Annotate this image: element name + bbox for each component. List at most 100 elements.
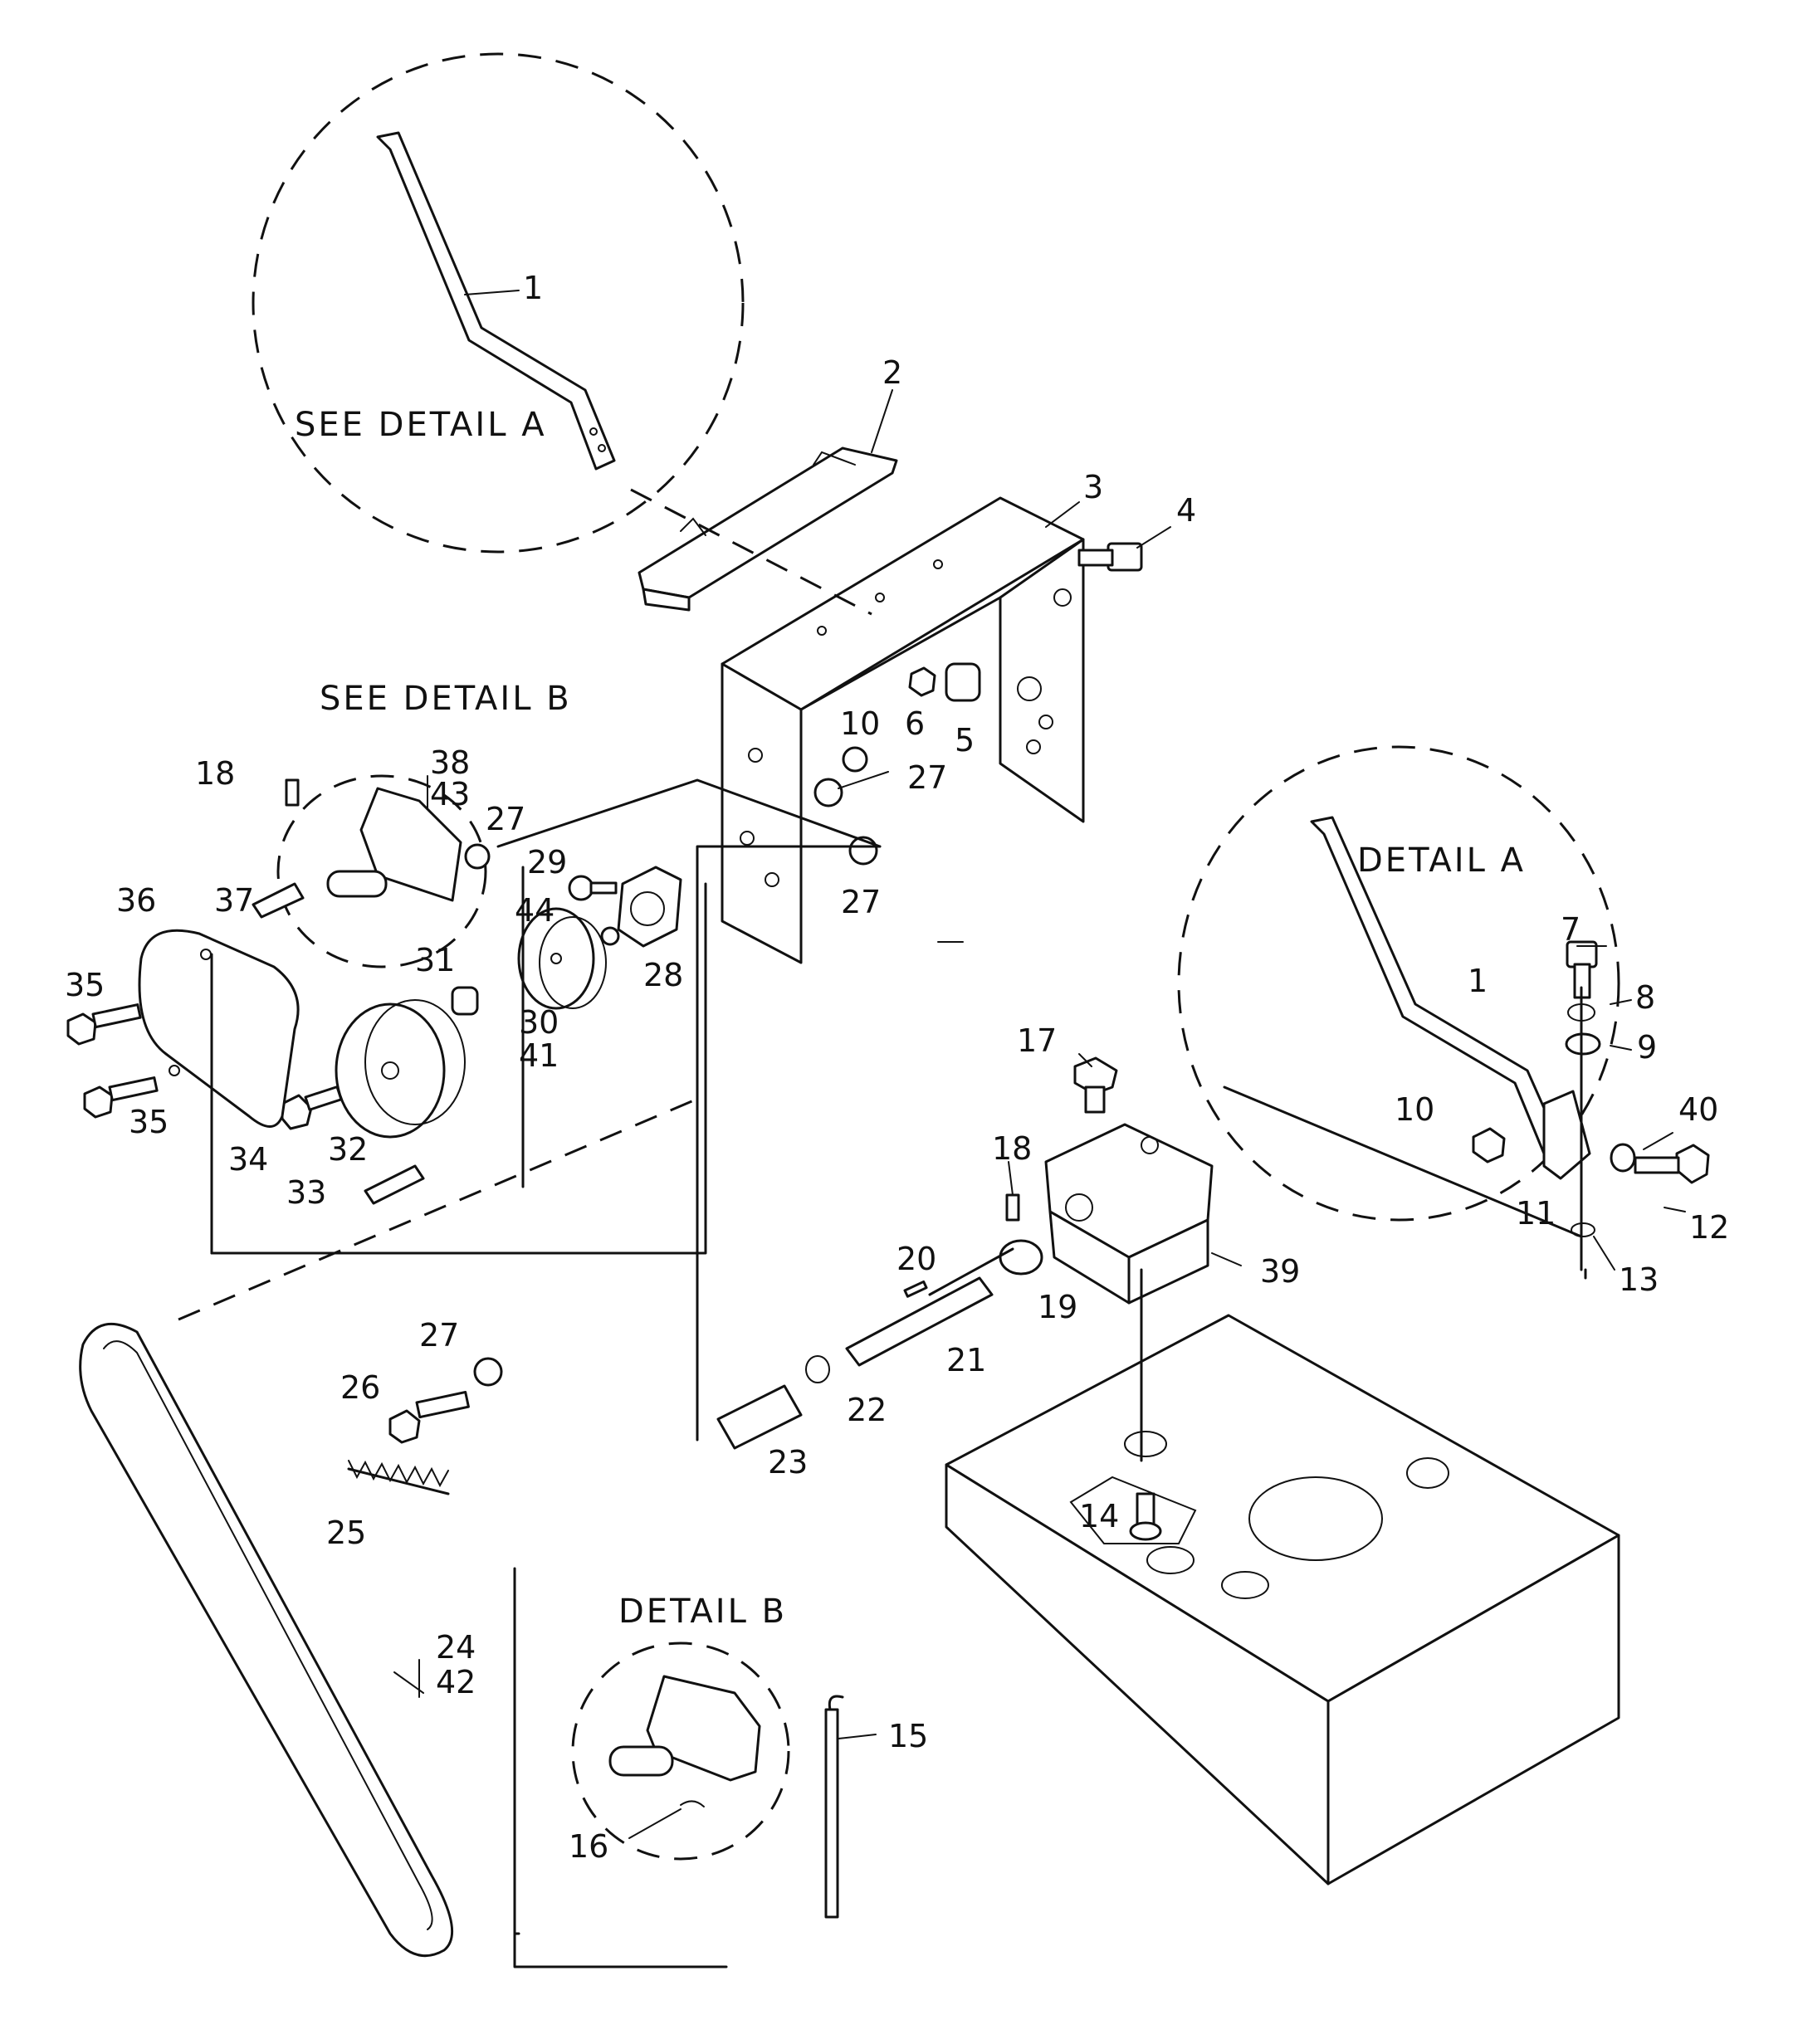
label-part-22: 22 — [847, 1392, 887, 1428]
part-7-bolt — [1566, 940, 1598, 999]
part-30-pulley — [517, 907, 607, 1010]
part-14-bolt — [1129, 1492, 1162, 1541]
part-detail-b-bracket — [608, 1675, 761, 1782]
label-part-4: 4 — [1176, 492, 1196, 529]
part-29-bolt — [568, 875, 618, 901]
label-part-38: 38 — [430, 744, 470, 781]
part-6-nut — [908, 666, 936, 697]
label-part-18-b: 18 — [992, 1130, 1032, 1167]
part-31-spacer — [451, 986, 479, 1016]
part-12-bolt — [1634, 1144, 1710, 1184]
label-part-17: 17 — [1017, 1022, 1057, 1059]
part-20-key — [903, 1280, 928, 1298]
label-part-36: 36 — [116, 882, 156, 919]
part-36-cover — [138, 929, 300, 1128]
label-part-10-detail: 10 — [1395, 1091, 1434, 1128]
part-35-bolt-a — [66, 1003, 142, 1046]
part-10-detail-nut — [1472, 1127, 1506, 1163]
part-22-ring — [805, 1355, 830, 1383]
label-part-40: 40 — [1678, 1091, 1718, 1128]
detail-circle-b — [571, 1642, 790, 1861]
part-13-washer — [1571, 1222, 1595, 1237]
part-27-nut-b — [813, 778, 843, 807]
label-part-27-c: 27 — [841, 884, 881, 920]
part-15-rod — [824, 1695, 844, 1919]
part-28-bearing — [617, 866, 682, 948]
part-27-nut-a — [464, 843, 491, 870]
part-25-spring — [347, 1460, 450, 1495]
label-part-6: 6 — [905, 705, 925, 742]
label-part-19: 19 — [1038, 1289, 1077, 1325]
label-part-29: 29 — [527, 844, 567, 881]
part-3-frame — [721, 496, 1085, 964]
part-base-plate — [945, 1314, 1620, 1885]
label-part-11: 11 — [1516, 1195, 1556, 1232]
label-part-20: 20 — [896, 1241, 936, 1277]
label-part-9: 9 — [1637, 1029, 1657, 1066]
label-part-8: 8 — [1635, 979, 1655, 1016]
label-part-26: 26 — [340, 1369, 380, 1406]
label-part-27-a: 27 — [486, 801, 525, 837]
label-part-3: 3 — [1083, 469, 1103, 505]
part-18-fitting — [285, 778, 300, 807]
label-part-7: 7 — [1561, 911, 1580, 948]
part-16-pin — [680, 1800, 705, 1807]
part-44-washer — [600, 926, 620, 946]
label-part-41: 41 — [519, 1037, 559, 1074]
label-part-2: 2 — [882, 354, 902, 391]
detail-b-label: DETAIL B — [618, 1593, 787, 1631]
label-part-24: 24 — [436, 1629, 476, 1666]
label-part-42: 42 — [436, 1664, 476, 1700]
label-part-34: 34 — [228, 1141, 268, 1178]
label-part-5: 5 — [955, 722, 975, 759]
part-40-washer — [1610, 1143, 1636, 1173]
see-detail-a-label: SEE DETAIL A — [295, 406, 547, 444]
label-part-30: 30 — [519, 1004, 559, 1041]
assembly-lines — [178, 488, 1587, 1968]
label-part-43: 43 — [430, 776, 470, 812]
part-27-nut-d — [473, 1357, 503, 1387]
part-19-coupler — [999, 1239, 1043, 1276]
part-32-pulley — [335, 999, 466, 1139]
part-18-fitting-2 — [1005, 1193, 1020, 1222]
part-35-bolt-b — [83, 1076, 159, 1119]
label-part-1: 1 — [523, 270, 543, 306]
label-part-13: 13 — [1619, 1261, 1659, 1298]
label-part-27-b: 27 — [907, 759, 947, 796]
label-part-10: 10 — [840, 705, 880, 742]
part-38-bracket — [326, 787, 462, 902]
label-part-12: 12 — [1689, 1209, 1729, 1246]
label-part-25: 25 — [326, 1515, 366, 1551]
part-39-gearbox — [1044, 1123, 1214, 1305]
part-11-bracket — [1542, 1090, 1591, 1180]
label-part-35-a: 35 — [65, 967, 105, 1003]
label-part-39: 39 — [1260, 1253, 1300, 1290]
label-part-1-detail: 1 — [1468, 963, 1488, 999]
label-part-14: 14 — [1079, 1498, 1119, 1534]
part-5-bushing — [945, 662, 981, 702]
label-part-33: 33 — [286, 1174, 326, 1211]
part-24-belt — [79, 1322, 454, 1958]
part-34-bolt — [281, 1085, 343, 1130]
label-part-18: 18 — [195, 755, 235, 792]
detail-circle-a — [1177, 745, 1620, 1222]
see-detail-b-label: SEE DETAIL B — [320, 680, 572, 718]
part-21-shaft — [845, 1276, 994, 1367]
part-10-nut — [842, 746, 868, 773]
label-part-15: 15 — [888, 1718, 928, 1754]
detail-a-label: DETAIL A — [1357, 842, 1526, 880]
part-2-bracket — [638, 446, 898, 612]
label-part-37: 37 — [214, 882, 254, 919]
detail-circle-see-a — [252, 52, 745, 554]
part-23-sleeve — [716, 1384, 803, 1450]
label-part-31: 31 — [415, 942, 455, 978]
label-part-16: 16 — [569, 1828, 608, 1865]
label-leaders — [393, 290, 1686, 1839]
part-33-spacer — [364, 1164, 425, 1205]
label-part-44: 44 — [515, 892, 555, 929]
label-part-27-d: 27 — [419, 1317, 459, 1354]
part-26-bolt — [388, 1391, 470, 1444]
label-part-32: 32 — [328, 1131, 368, 1168]
label-part-23: 23 — [768, 1444, 808, 1481]
